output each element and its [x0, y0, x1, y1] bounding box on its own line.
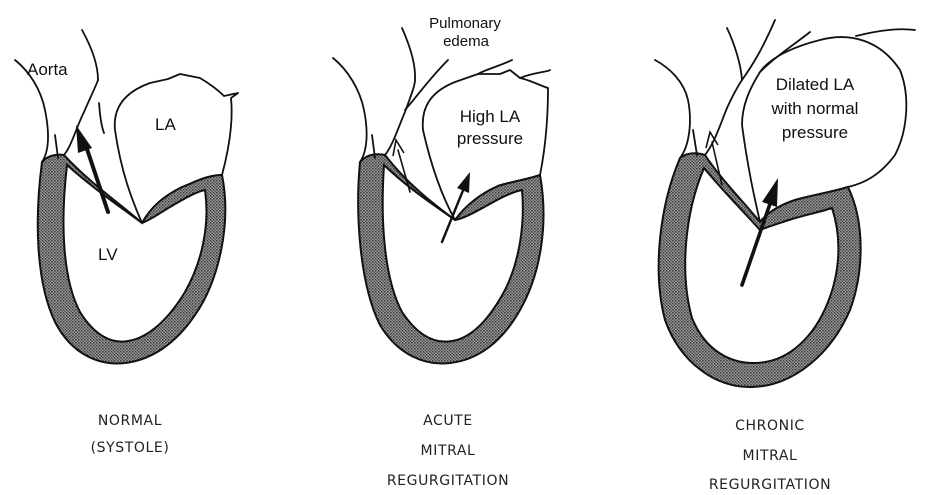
label-pulmonary-edema-line-1: Pulmonary — [429, 15, 501, 32]
aorta-wall-right — [385, 80, 415, 155]
label-left-ventricle: LV — [98, 245, 118, 264]
label-high-la-pressure-line-1: High LA — [460, 107, 521, 126]
label-aorta: Aorta — [27, 60, 68, 79]
caption-acute-line-3: REGURGITATION — [387, 473, 509, 489]
label-dilated-la-line-3: pressure — [782, 123, 848, 142]
caption-acute-line-2: MITRAL — [421, 443, 476, 459]
label-dilated-la-line-2: with normal — [771, 99, 859, 118]
panel-acute: Pulmonary edema High LA pressure ACUTE M… — [333, 15, 550, 489]
label-pulmonary-edema-line-2: edema — [443, 33, 490, 50]
panel-normal: Aorta LA LV NORMAL (SYSTOLE) — [15, 30, 238, 456]
forward-flow-arrow — [393, 140, 410, 192]
caption-chronic-line-3: REGURGITATION — [709, 477, 831, 493]
aorta-branch — [402, 28, 415, 80]
aorta-wall-left — [333, 58, 367, 162]
pulmonary-vessel — [99, 103, 104, 133]
caption-chronic-line-1: CHRONIC — [735, 418, 805, 434]
aorta-wall-right — [705, 80, 742, 155]
pulmonary-vein-3 — [856, 29, 915, 36]
label-high-la-pressure-line-2: pressure — [457, 129, 523, 148]
caption-chronic-line-2: MITRAL — [743, 448, 798, 464]
caption-normal-line-1: NORMAL — [98, 413, 162, 429]
aorta-branch — [727, 28, 742, 80]
aortic-valve-leaflet — [693, 130, 697, 155]
label-left-atrium: LA — [155, 115, 176, 134]
panel-chronic: Dilated LA with normal pressure CHRONIC … — [655, 20, 915, 493]
caption-acute-line-1: ACUTE — [423, 413, 473, 429]
label-dilated-la-line-1: Dilated LA — [776, 75, 855, 94]
ejection-flow-arrow — [76, 125, 108, 212]
aorta-wall-left — [655, 60, 690, 158]
pulmonary-vein-3 — [520, 70, 550, 78]
caption-normal-line-2: (SYSTOLE) — [91, 440, 170, 456]
aorta-branch — [82, 30, 98, 80]
